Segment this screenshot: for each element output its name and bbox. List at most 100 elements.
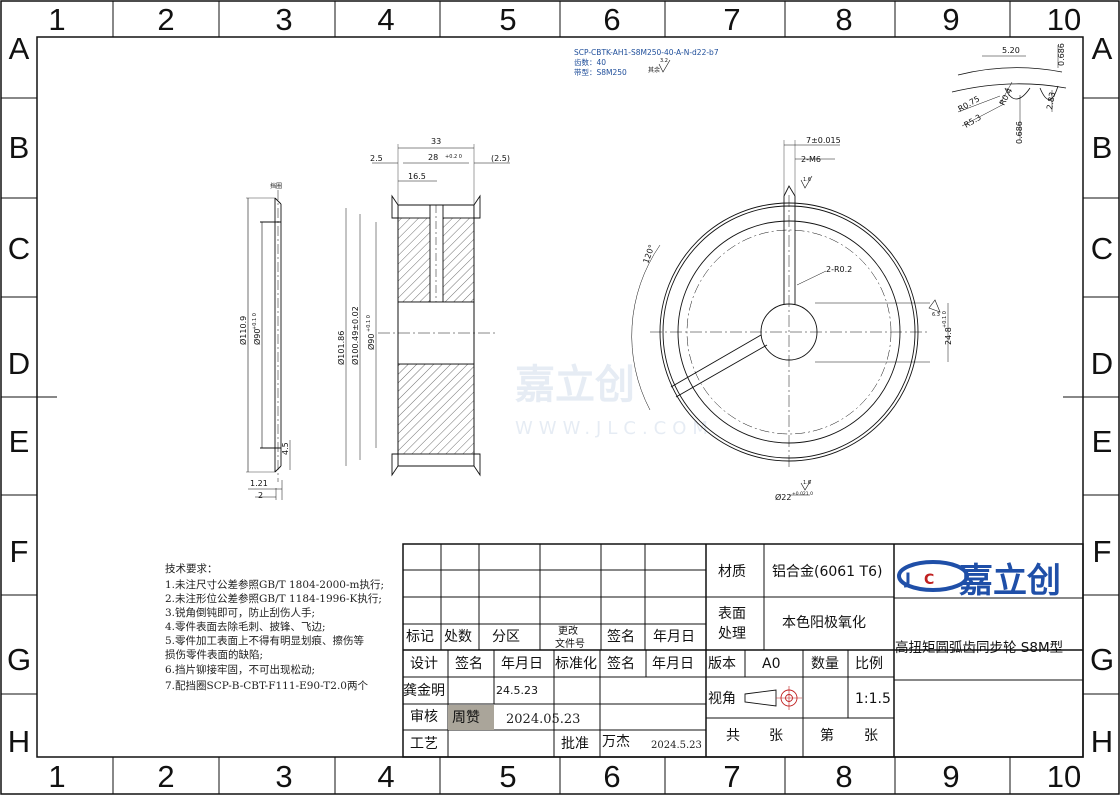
zone-col-8-bottom: 8 [835, 759, 852, 794]
qty-label: 数量 [811, 656, 839, 672]
front-radius: 2-R0.2 [826, 265, 852, 274]
section-view [345, 144, 510, 477]
hdr-zone: 分区 [492, 629, 520, 645]
hdr-standard: 标准化 [555, 656, 597, 672]
sec-flange-right: (2.5) [491, 154, 510, 163]
sec-tooth-tol: +0.2 0 [445, 154, 462, 160]
logo-mark: J [904, 569, 911, 588]
rest-roughness: 3.2 [660, 58, 668, 64]
tech-item-6: 损伤零件表面的缺陷; [165, 648, 263, 661]
zone-col-4-bottom: 4 [377, 759, 394, 794]
tooth-h2: 0.686 [1015, 121, 1024, 144]
hdr-docno: 文件号 [555, 637, 585, 650]
zone-labels-top: 1 2 3 4 5 6 7 8 9 10 [48, 2, 1081, 37]
zone-labels-left: A B C D E F G H [7, 31, 31, 759]
watermark-text: 嘉立创 [515, 362, 635, 408]
hdr-count: 处数 [444, 629, 472, 645]
zone-col-7: 7 [723, 2, 740, 37]
approve-label: 批准 [561, 736, 589, 752]
designer-name: 龚金明 [403, 683, 445, 699]
tooth-pitch: 5.20 [1002, 46, 1020, 55]
front-keyway-tol: +0.1 0 [942, 311, 948, 328]
tooth-h1: 0.686 [1057, 43, 1066, 66]
tooth-detail [951, 45, 1067, 140]
zone-col-2: 2 [157, 2, 174, 37]
zone-row-d-right: D [1091, 346, 1113, 381]
zone-row-h: H [8, 724, 30, 759]
hdr-change: 更改 [558, 624, 578, 637]
front-roughness-key: 6.3 [932, 312, 940, 318]
logo-mark-dot: C [924, 572, 934, 588]
reviewer-signature-bg [448, 705, 494, 730]
tech-item-5: 5.零件加工表面上不得有明显划痕、擦伤等 [165, 634, 365, 647]
zone-col-1-bottom: 1 [48, 759, 65, 794]
zone-row-f: F [10, 534, 29, 569]
zone-row-c-right: C [1091, 231, 1113, 266]
zone-col-5: 5 [499, 2, 516, 37]
hdr-design: 设计 [410, 656, 438, 672]
zone-row-a: A [9, 31, 30, 66]
tech-title: 技术要求： [165, 562, 218, 575]
tooth-r3: R5.3 [963, 113, 983, 130]
ring-thickness: 2 [258, 491, 263, 500]
reviewer-signature: 周赞 [452, 710, 480, 726]
hdr-date: 年月日 [653, 629, 695, 645]
section-lower-hatch [397, 363, 475, 455]
process-label: 工艺 [410, 736, 438, 752]
zone-col-1: 1 [48, 2, 65, 37]
zone-row-f-right: F [1093, 534, 1112, 569]
version-value: A0 [762, 656, 780, 672]
front-screw-width: 7±0.015 [806, 136, 841, 145]
sec-total-width: 33 [431, 137, 441, 146]
sec-flange-left: 2.5 [370, 154, 383, 163]
sheet-label: 张 [864, 728, 878, 744]
rest-label: 其余 [648, 66, 660, 74]
ring-label: 挡圈 [270, 182, 282, 190]
sec-hub: 16.5 [408, 172, 426, 181]
roughness-bore-icon [800, 479, 812, 491]
zone-row-e: E [9, 424, 30, 459]
hdr-mark: 标记 [406, 629, 434, 645]
zone-col-8: 8 [835, 2, 852, 37]
review-label: 审核 [410, 709, 438, 725]
sec-bore: Ø90 [366, 334, 376, 350]
tooth-r1: R0.75 [957, 94, 982, 113]
watermark: 嘉立创 WWW.JLC.COM [515, 362, 714, 439]
front-keyway-depth: 24.8 [944, 327, 953, 345]
zone-col-6-bottom: 6 [603, 759, 620, 794]
front-set-screw: 2-M6 [801, 155, 821, 164]
front-dims: 7±0.015 2-M6 1.6 120° 2-R0.2 24.8 +0.1 0… [641, 136, 953, 502]
part-info: SCP-CBTK-AH1-S8M250-40-A-N-d22-b7 齿数：40 … [574, 48, 719, 77]
design-date: 24.5.23 [496, 684, 538, 697]
sheets-label: 张 [769, 728, 783, 744]
zone-row-d: D [8, 346, 30, 381]
front-bore-dia: Ø22 [775, 492, 791, 502]
total-label: 共 [726, 728, 740, 744]
front-bore-tol: +0.021 0 [792, 491, 813, 497]
part-teeth: 齿数：40 [574, 57, 606, 67]
tech-item-2: 2.未注形位公差参照GB/T 1184-1996-K执行; [165, 592, 382, 605]
zone-col-2-bottom: 2 [157, 759, 174, 794]
watermark-url: WWW.JLC.COM [515, 418, 714, 439]
zone-col-10-bottom: 10 [1047, 759, 1081, 794]
sec-od: Ø101.86 [336, 331, 346, 365]
zone-col-9-bottom: 9 [942, 759, 959, 794]
part-code: SCP-CBTK-AH1-S8M250-40-A-N-d22-b7 [574, 48, 719, 57]
projection-icon [744, 686, 802, 710]
rest-roughness-icon [658, 59, 671, 73]
company-logo: J C 嘉立创 [897, 560, 1061, 601]
zone-row-g: G [7, 642, 31, 677]
retaining-ring-dims: Ø110.9 Ø90 +0.1 0 1.21 2 4.5 [238, 313, 290, 500]
zone-col-9: 9 [942, 2, 959, 37]
review-date: 2024.05.23 [506, 712, 580, 727]
zone-row-a-right: A [1092, 31, 1113, 66]
zone-labels-right: A B C D E F G H [1090, 31, 1114, 759]
view-label: 视角 [708, 691, 736, 707]
approver-signature: 万杰 [602, 734, 630, 750]
tech-item-3: 3.锐角倒钝即可，防止刮伤人手; [165, 606, 315, 619]
zone-col-3: 3 [275, 2, 292, 37]
hdr-sign: 签名 [607, 628, 635, 645]
front-roughness-top: 1.6 [803, 177, 811, 183]
